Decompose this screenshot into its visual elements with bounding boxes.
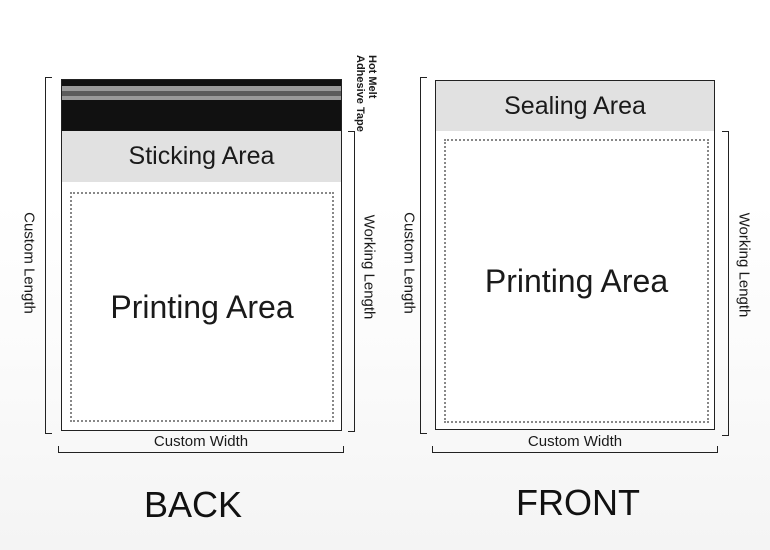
working-length-label-back: Working Length	[360, 214, 378, 320]
front-bag-outline: Sealing Area Printing Area	[435, 80, 715, 430]
front-title: FRONT	[516, 482, 640, 523]
sealing-area-label: Sealing Area	[504, 91, 646, 120]
custom-length-bracket-back	[45, 77, 52, 434]
back-bag-outline: Sticking Area Printing Area	[61, 79, 342, 431]
custom-width-label-back: Custom Width	[153, 433, 249, 450]
working-length-bracket-back	[348, 131, 355, 432]
custom-width-bracket-front	[432, 446, 718, 453]
custom-length-label-front: Custom Length	[400, 212, 418, 314]
sealing-area-band: Sealing Area	[436, 81, 714, 131]
back-title: BACK	[143, 484, 243, 525]
working-length-label-front: Working Length	[735, 212, 753, 318]
front-printing-area-label: Printing Area	[484, 262, 669, 299]
back-printing-area-label: Printing Area	[110, 288, 294, 325]
custom-width-label-front: Custom Width	[527, 433, 623, 450]
front-printing-area: Printing Area	[444, 139, 709, 423]
sticking-area-band: Sticking Area	[62, 131, 341, 182]
working-length-bracket-front	[722, 131, 729, 436]
back-printing-area: Printing Area	[70, 192, 334, 422]
custom-width-bracket-back	[58, 446, 344, 453]
custom-length-label-back: Custom Length	[20, 212, 38, 314]
adhesive-tape-strip	[62, 80, 341, 131]
hot-melt-tape-label: Hot Melt Adhesive Tape	[354, 55, 378, 132]
custom-length-bracket-front	[420, 77, 427, 434]
sticking-area-label: Sticking Area	[128, 142, 275, 170]
